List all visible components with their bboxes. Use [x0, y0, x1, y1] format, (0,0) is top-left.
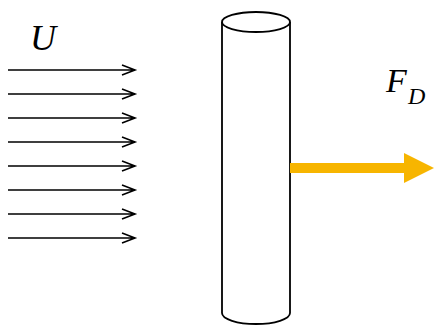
flow-arrow	[8, 161, 135, 171]
drag-force-arrow	[290, 153, 434, 183]
force-subscript: D	[408, 84, 425, 108]
flow-arrow	[8, 113, 135, 123]
flow-arrow	[8, 89, 135, 99]
flow-arrow	[8, 137, 135, 147]
flow-arrow	[8, 233, 135, 243]
force-label: F	[386, 64, 407, 98]
cylinder	[222, 12, 290, 324]
flow-arrow	[8, 209, 135, 219]
flow-arrow	[8, 65, 135, 75]
flow-arrows	[8, 65, 135, 243]
velocity-label: U	[30, 20, 56, 56]
flow-arrow	[8, 185, 135, 195]
